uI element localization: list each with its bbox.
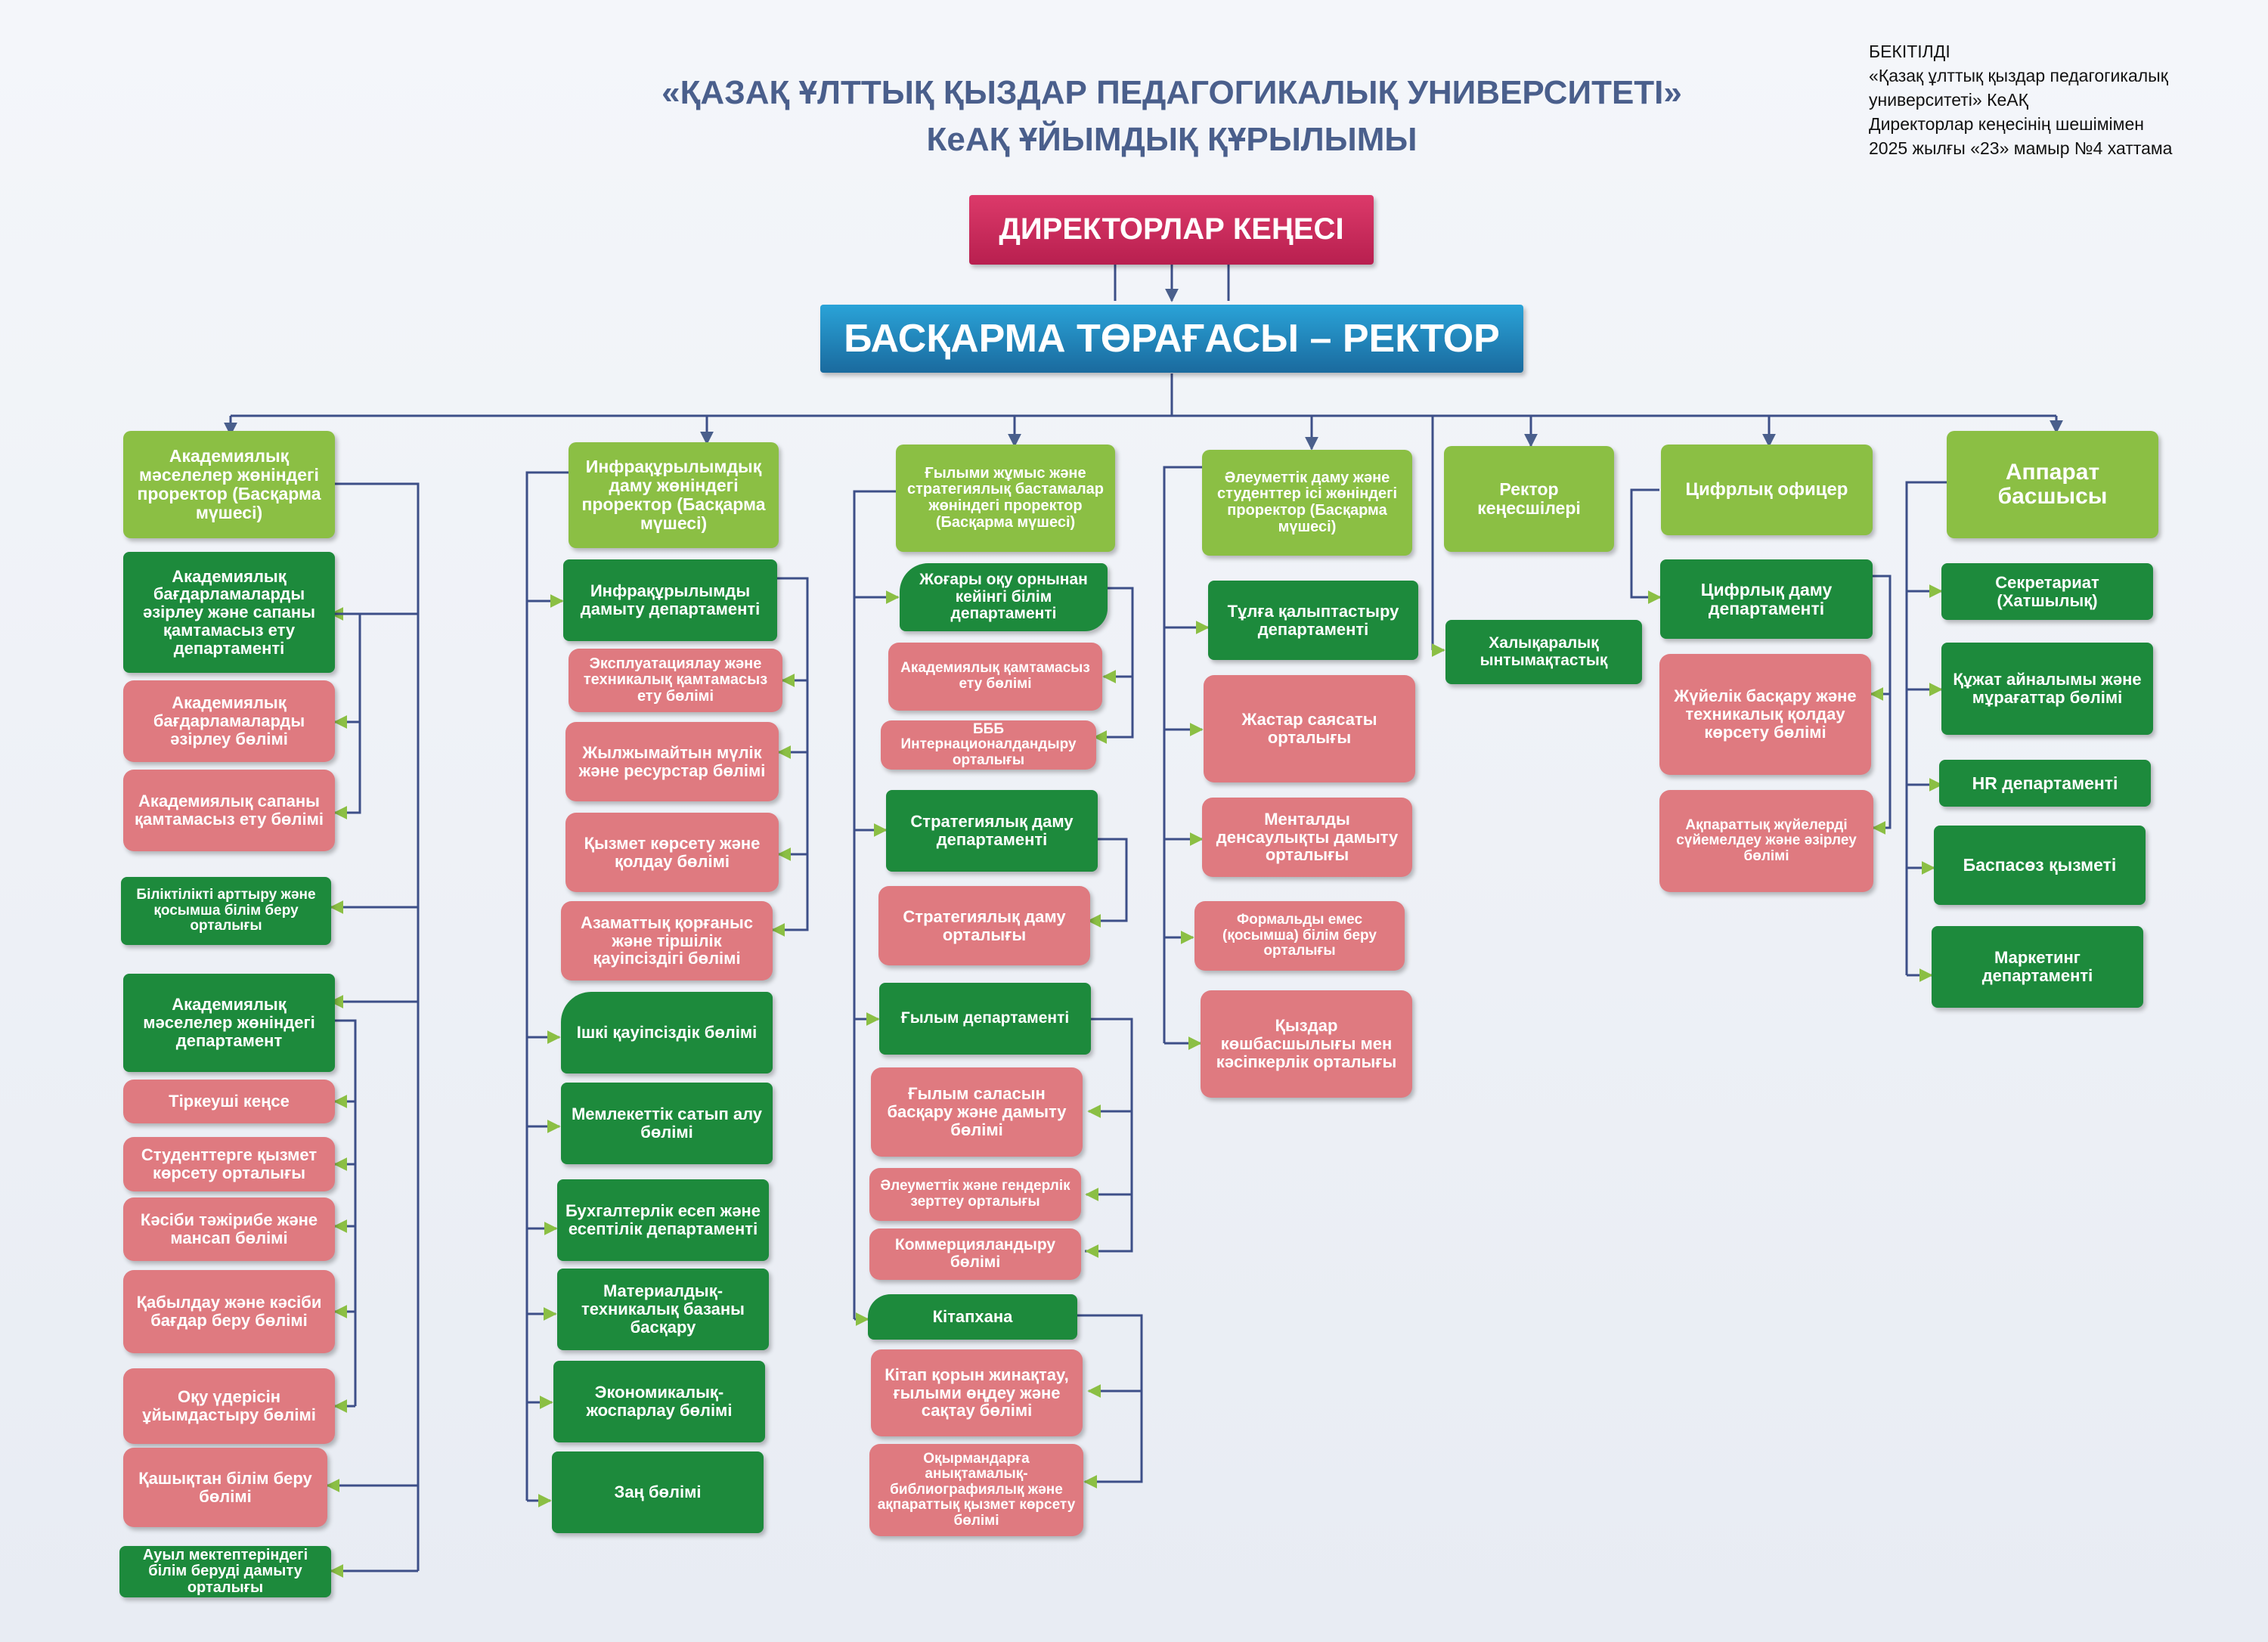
approval-stamp: БЕКІТІЛДІ «Қазақ ұлттық қыздар педагогик… (1869, 39, 2262, 160)
col1-item-2[interactable]: Академиялық бағдарламаларды әзірлеу бөлі… (123, 680, 335, 762)
col1-item-11[interactable]: Қашықтан білім беру бөлімі (123, 1448, 327, 1527)
col2-head[interactable]: Инфрақұрылымдық даму жөніндегі проректор… (569, 442, 779, 548)
col4-item-4[interactable]: Формальды емес (қосымша) білім беру орта… (1194, 901, 1405, 971)
approval-line2: «Қазақ ұлттық қыздар педагогикалық (1869, 66, 2168, 85)
col1-item-9[interactable]: Қабылдау және кәсіби бағдар беру бөлімі (123, 1270, 335, 1353)
col2-item-9[interactable]: Материалдық-техникалық базаны басқару (557, 1269, 769, 1350)
col4-item-3[interactable]: Менталды денсаулықты дамыту орталығы (1202, 798, 1412, 877)
col3-item-5[interactable]: Стратегиялық даму орталығы (878, 886, 1090, 965)
col5-item-1[interactable]: Халықаралық ынтымақтастық (1445, 620, 1642, 684)
col6-item-3[interactable]: Ақпараттық жүйелерді сүйемелдеу және әзі… (1659, 790, 1873, 892)
col2-item-4[interactable]: Қызмет көрсету және қолдау бөлімі (565, 813, 779, 892)
col6-head[interactable]: Цифрлық офицер (1661, 445, 1873, 535)
col7-item-2[interactable]: Құжат айналымы және мұрағаттар бөлімі (1941, 643, 2153, 735)
col1-item-8[interactable]: Кәсіби тәжірибе және мансап бөлімі (123, 1197, 335, 1261)
col3-item-12[interactable]: Оқырмандарға анықтамалық-библиографиялық… (869, 1444, 1083, 1536)
col1-item-10[interactable]: Оқу үдерісін ұйымдастыру бөлімі (123, 1368, 335, 1444)
col7-item-1[interactable]: Секретариат (Хатшылық) (1941, 563, 2153, 620)
approval-line4: Директорлар кеңесінің шешімімен (1869, 114, 2144, 134)
col1-item-5[interactable]: Академиялық мәселелер жөніндегі департам… (123, 974, 335, 1072)
page-title-line2: КеАҚ ҰЙЫМДЫҚ ҚҰРЫЛЫМЫ (926, 121, 1418, 158)
col7-item-3[interactable]: HR департаменті (1939, 760, 2151, 807)
col1-item-7[interactable]: Студенттерге қызмет көрсету орталығы (123, 1137, 335, 1191)
col3-item-2[interactable]: Академиялық қамтамасыз ету бөлімі (888, 643, 1102, 711)
col7-item-5[interactable]: Маркетинг департаменті (1932, 926, 2143, 1008)
col5-head[interactable]: Ректор кеңесшілері (1444, 446, 1614, 552)
col6-item-2[interactable]: Жүйелік басқару және техникалық қолдау к… (1659, 654, 1871, 775)
col2-item-3[interactable]: Жылжымайтын мүлік және ресурстар бөлімі (565, 722, 779, 801)
col2-item-11[interactable]: Заң бөлімі (552, 1451, 764, 1533)
col4-head[interactable]: Әлеуметтік даму және студенттер ісі жөні… (1202, 450, 1412, 556)
col3-item-4[interactable]: Стратегиялық даму департаменті (886, 790, 1098, 872)
rector-box[interactable]: БАСҚАРМА ТӨРАҒАСЫ – РЕКТОР (820, 305, 1523, 373)
col1-item-1[interactable]: Академиялық бағдарламаларды әзірлеу және… (123, 552, 335, 673)
col4-item-1[interactable]: Тұлға қалыптастыру департаменті (1208, 581, 1418, 660)
col1-item-3[interactable]: Академиялық сапаны қамтамасыз ету бөлімі (123, 770, 335, 851)
col1-head[interactable]: Академиялық мәселелер жөніндегі проректо… (123, 431, 335, 538)
col3-item-1[interactable]: Жоғары оқу орнынан кейінгі білім департа… (900, 563, 1108, 631)
col6-item-1[interactable]: Цифрлық даму департаменті (1660, 559, 1873, 639)
col3-item-8[interactable]: Әлеуметтік және гендерлік зерттеу орталы… (869, 1168, 1081, 1221)
col3-item-7[interactable]: Ғылым саласын басқару және дамыту бөлімі (871, 1067, 1083, 1157)
col3-item-3[interactable]: БББ Интернационалдандыру орталығы (881, 720, 1096, 770)
col7-head[interactable]: Аппарат басшысы (1947, 431, 2158, 538)
col1-item-12[interactable]: Ауыл мектептеріндегі білім беруді дамыту… (119, 1546, 331, 1597)
col4-item-5[interactable]: Қыздар көшбасшылығы мен кәсіпкерлік орта… (1201, 990, 1412, 1098)
col3-item-6[interactable]: Ғылым департаменті (879, 983, 1091, 1055)
page-title-line1: «ҚАЗАҚ ҰЛТТЫҚ ҚЫЗДАР ПЕДАГОГИКАЛЫҚ УНИВЕ… (662, 74, 1682, 111)
col1-item-6[interactable]: Тіркеуші кеңсе (123, 1080, 335, 1123)
approval-line3: университеті» КеАҚ (1869, 90, 2028, 110)
col1-item-4[interactable]: Біліктілікті арттыру және қосымша білім … (121, 877, 331, 945)
col3-head[interactable]: Ғылыми жұмыс және стратегиялық бастамала… (896, 445, 1115, 552)
col2-item-7[interactable]: Мемлекеттік сатып алу бөлімі (561, 1083, 773, 1164)
col3-item-11[interactable]: Кітап қорын жинақтау, ғылыми өңдеу және … (871, 1349, 1083, 1436)
col3-item-9[interactable]: Коммерцияландыру бөлімі (869, 1228, 1081, 1280)
col2-item-2[interactable]: Эксплуатациялау және техникалық қамтамас… (569, 649, 782, 712)
col2-item-6[interactable]: Ішкі қауіпсіздік бөлімі (561, 992, 773, 1073)
approval-line1: БЕКІТІЛДІ (1869, 42, 1950, 61)
col2-item-1[interactable]: Инфрақұрылымды дамыту департаменті (563, 559, 777, 641)
col2-item-8[interactable]: Бухгалтерлік есеп және есептілік департа… (557, 1179, 769, 1261)
col2-item-5[interactable]: Азаматтық қорғаныс және тіршілік қауіпсі… (561, 901, 773, 981)
col7-item-4[interactable]: Баспасөз қызметі (1934, 826, 2146, 905)
col3-item-10[interactable]: Кітапхана (868, 1294, 1077, 1340)
board-of-directors-box[interactable]: ДИРЕКТОРЛАР КЕҢЕСІ (969, 195, 1374, 265)
col4-item-2[interactable]: Жастар саясаты орталығы (1204, 675, 1415, 782)
col2-item-10[interactable]: Экономикалық-жоспарлау бөлімі (553, 1361, 765, 1442)
approval-line5: 2025 жылғы «23» мамыр №4 хаттама (1869, 138, 2173, 158)
